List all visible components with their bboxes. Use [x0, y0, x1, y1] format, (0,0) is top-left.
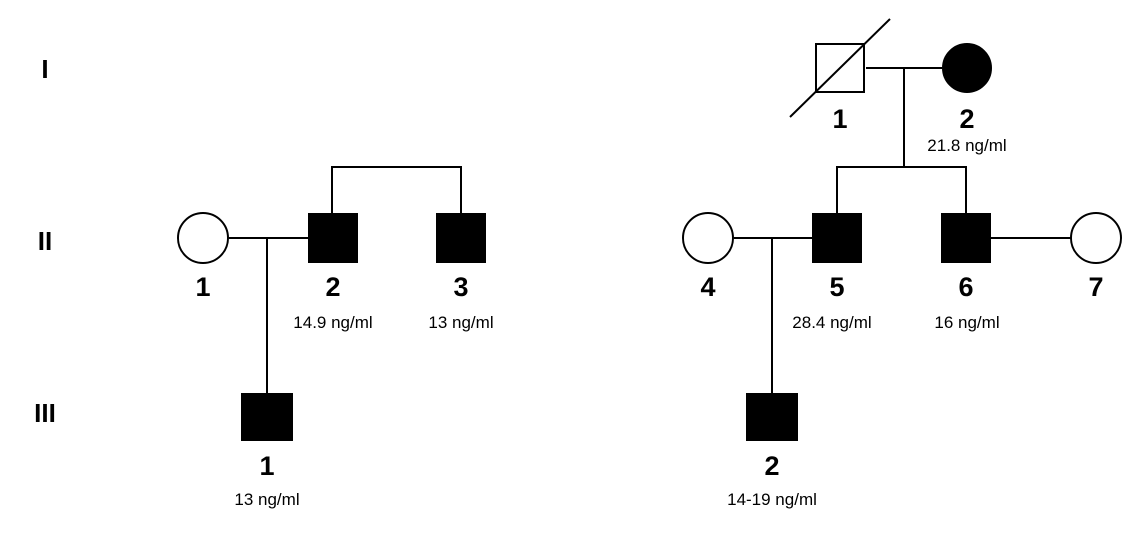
individual-number: 4: [700, 272, 715, 302]
individual-number: 2: [959, 104, 974, 134]
individual-number: 6: [958, 272, 973, 302]
individual-number: 1: [195, 272, 210, 302]
level-label: 21.8 ng/ml: [927, 136, 1006, 155]
individual-number: 2: [325, 272, 340, 302]
individual-II-6-male-affected: [941, 213, 991, 263]
individual-number: 1: [259, 451, 274, 481]
level-label: 13 ng/ml: [428, 313, 493, 332]
individual-II-2-male-affected: [308, 213, 358, 263]
individual-number: 2: [764, 451, 779, 481]
individual-III-2-male-affected: [746, 393, 798, 441]
generation-label-I: I: [41, 54, 48, 84]
level-label: 14.9 ng/ml: [293, 313, 372, 332]
level-label: 16 ng/ml: [934, 313, 999, 332]
individual-II-5-male-affected: [812, 213, 862, 263]
individual-III-1-male-affected: [241, 393, 293, 441]
generation-label-III: III: [34, 398, 56, 428]
individual-number: 3: [453, 272, 468, 302]
individual-II-4-female: [682, 212, 734, 264]
generation-label-II: II: [38, 226, 52, 256]
individual-number: 7: [1088, 272, 1103, 302]
individual-number: 5: [829, 272, 844, 302]
level-label: 13 ng/ml: [234, 490, 299, 509]
individual-II-1-female: [177, 212, 229, 264]
pedigree-1: 1 2 14.9 ng/ml 3 13 ng/ml 1 13 ng/ml: [177, 166, 494, 509]
sibship-line-p1: [331, 166, 462, 213]
individual-II-7-female: [1070, 212, 1122, 264]
individual-I-2-female-affected: [942, 43, 992, 93]
individual-number: 1: [832, 104, 847, 134]
level-label: 28.4 ng/ml: [792, 313, 871, 332]
sibship-line-p2: [836, 166, 967, 213]
pedigree-2: 1 2 21.8 ng/ml 4 5 28.4 ng/ml 6 16 ng/ml…: [682, 18, 1122, 509]
level-label: 14-19 ng/ml: [727, 490, 817, 509]
individual-II-3-male-affected: [436, 213, 486, 263]
deceased-slash: [789, 18, 891, 118]
